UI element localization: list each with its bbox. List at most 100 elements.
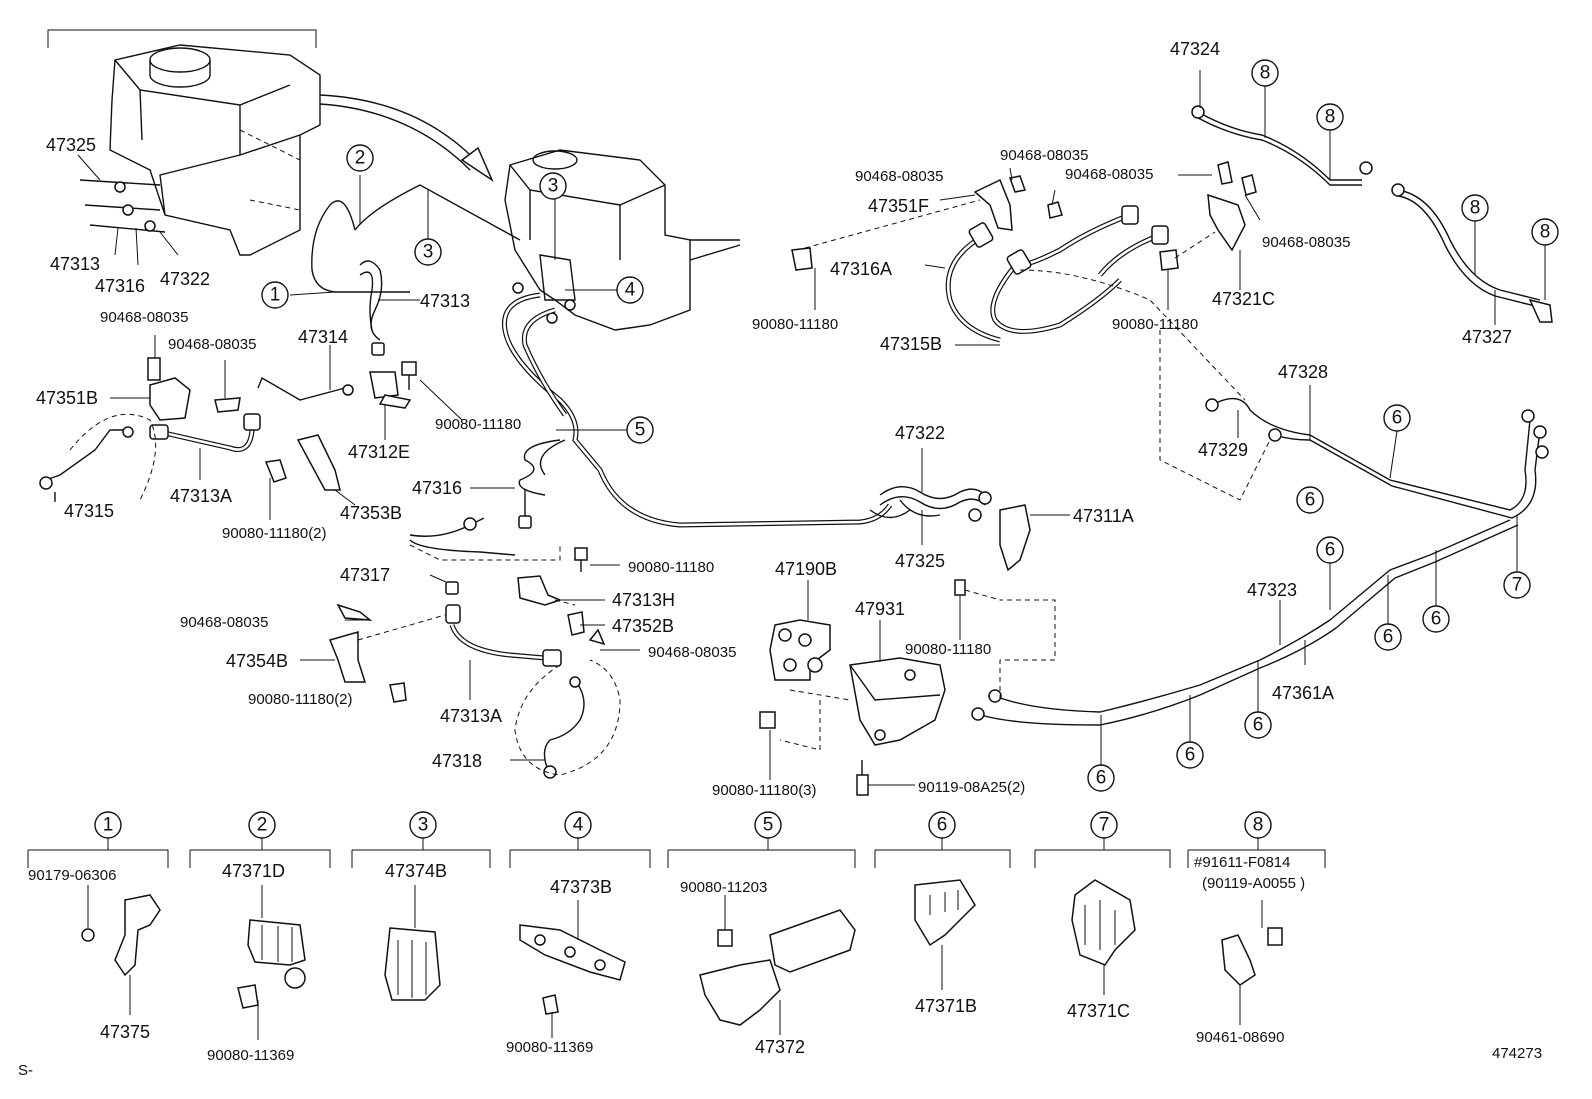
label-90468-08035: 90468-08035: [180, 614, 268, 631]
legend-part-5-bracket: [699, 895, 856, 1035]
callout-6: 6: [1374, 623, 1402, 651]
svg-text:6: 6: [937, 815, 948, 836]
label-90468-08035: 90468-08035: [100, 309, 188, 326]
callout-6: 6: [1383, 404, 1411, 432]
leader-lines: [110, 70, 1496, 786]
label-47313H: 47313H: [612, 590, 675, 610]
label-47314: 47314: [298, 327, 348, 347]
legend-item-1: 1 90179-06306 47375: [28, 811, 150, 1042]
svg-text:6: 6: [1383, 627, 1394, 648]
label-47317: 47317: [340, 565, 390, 585]
svg-text:8: 8: [1253, 815, 1264, 836]
label-47351B: 47351B: [36, 388, 98, 408]
callout-6: 6: [1316, 536, 1344, 564]
callout-2: 2: [346, 144, 374, 172]
svg-text:5: 5: [763, 815, 774, 836]
label-47318: 47318: [432, 751, 482, 771]
legend-6-bottom: 47371B: [915, 996, 977, 1016]
master-cylinder-assembly: [504, 149, 741, 331]
svg-text:4: 4: [625, 280, 636, 301]
callout-1: 1: [261, 281, 289, 309]
label-47311A: 47311A: [1073, 506, 1134, 526]
label-47354B: 47354B: [226, 651, 288, 671]
legend-part-8-bracket: [1221, 900, 1283, 1025]
svg-text:6: 6: [1185, 745, 1196, 766]
label-47190B: 47190B: [775, 559, 837, 579]
proportioning-valve: [759, 504, 1031, 796]
label-47324: 47324: [1170, 39, 1220, 59]
left-front-hose: [39, 357, 341, 502]
svg-text:8: 8: [1260, 63, 1271, 84]
svg-text:7: 7: [1099, 815, 1110, 836]
label-47931: 47931: [855, 599, 905, 619]
label-47315: 47315: [64, 501, 114, 521]
label-47321C: 47321C: [1212, 289, 1275, 309]
rear-center-lines: [328, 439, 621, 779]
svg-text:3: 3: [423, 242, 434, 263]
callout-5: 5: [626, 416, 654, 444]
callout-6: 6: [1422, 605, 1450, 633]
legend-labels: 1 90179-06306 47375 2 47371D 90080-11369…: [28, 811, 1305, 1064]
legend-item-3: 3 47374B: [385, 811, 447, 881]
label-90468-08035: 90468-08035: [168, 336, 256, 353]
label-90080-11180-3: 90080-11180(3): [712, 782, 817, 799]
legend-3-top: 47374B: [385, 861, 447, 881]
label-90080-11180: 90080-11180: [435, 416, 521, 433]
legend-item-8: 8 #91611-F0814 (90119-A0055 ) 90461-0869…: [1194, 811, 1305, 1046]
label-47328: 47328: [1278, 362, 1328, 382]
label-90468-08035: 90468-08035: [855, 168, 943, 185]
label-47315B: 47315B: [880, 334, 942, 354]
legend-5-bottom: 47372: [755, 1037, 805, 1057]
legend-8-top: #91611-F0814: [1194, 854, 1290, 871]
legend-part-2-clamp: [237, 885, 306, 1040]
label-90468-08035: 90468-08035: [1065, 166, 1153, 183]
label-47327: 47327: [1462, 327, 1512, 347]
svg-text:8: 8: [1540, 222, 1551, 243]
legend-part-7-clip: [1071, 879, 1136, 995]
svg-text:8: 8: [1325, 107, 1336, 128]
label-90468-08035: 90468-08035: [1000, 147, 1088, 164]
label-47313: 47313: [50, 254, 100, 274]
label-90080-11180: 90080-11180: [628, 559, 714, 576]
master-cylinder-inset: [47, 29, 321, 266]
legend-5-top: 90080-11203: [680, 879, 767, 896]
legend-2-top: 47371D: [222, 861, 285, 881]
label-47325: 47325: [895, 551, 945, 571]
svg-text:6: 6: [1253, 715, 1264, 736]
label-47351F: 47351F: [868, 196, 929, 216]
legend-item-4: 4 47373B 90080-11369: [506, 811, 612, 1056]
label-90468-08035: 90468-08035: [1262, 234, 1350, 251]
direction-arrow: [319, 94, 494, 183]
label-47329: 47329: [1198, 440, 1248, 460]
svg-text:3: 3: [548, 176, 559, 197]
svg-text:6: 6: [1305, 490, 1316, 511]
legend-part-4-clamp: [519, 900, 626, 1038]
label-47322: 47322: [160, 269, 210, 289]
legend-item-6: 6 47371B: [915, 811, 977, 1016]
legend: [27, 838, 1326, 1040]
svg-text:3: 3: [418, 815, 429, 836]
svg-text:4: 4: [573, 815, 584, 836]
callout-8: 8: [1461, 194, 1489, 222]
label-47352B: 47352B: [612, 616, 674, 636]
label-90119-08A25-2: 90119-08A25(2): [918, 779, 1025, 796]
label-90468-08035: 90468-08035: [648, 644, 736, 661]
legend-part-1-clip: [81, 885, 161, 1015]
svg-text:7: 7: [1512, 575, 1523, 596]
svg-text:1: 1: [270, 285, 281, 306]
callout-4: 4: [616, 276, 644, 304]
label-47322: 47322: [895, 423, 945, 443]
svg-text:8: 8: [1470, 198, 1481, 219]
legend-item-5: 5 90080-11203 47372: [680, 811, 805, 1057]
diagram-number: 474273: [1492, 1045, 1542, 1062]
part-labels: 47325 47313 47316 47322 47313 47314 9046…: [36, 39, 1512, 799]
label-90080-11180-2: 90080-11180(2): [248, 691, 353, 708]
label-47353B: 47353B: [340, 503, 402, 523]
label-47312E: 47312E: [348, 442, 410, 462]
callout-3: 3: [539, 172, 567, 200]
legend-item-2: 2 47371D 90080-11369: [207, 811, 294, 1064]
label-47316A: 47316A: [830, 259, 892, 279]
callout-3: 3: [414, 238, 442, 266]
svg-text:6: 6: [1392, 408, 1403, 429]
label-90080-11180: 90080-11180: [752, 316, 838, 333]
